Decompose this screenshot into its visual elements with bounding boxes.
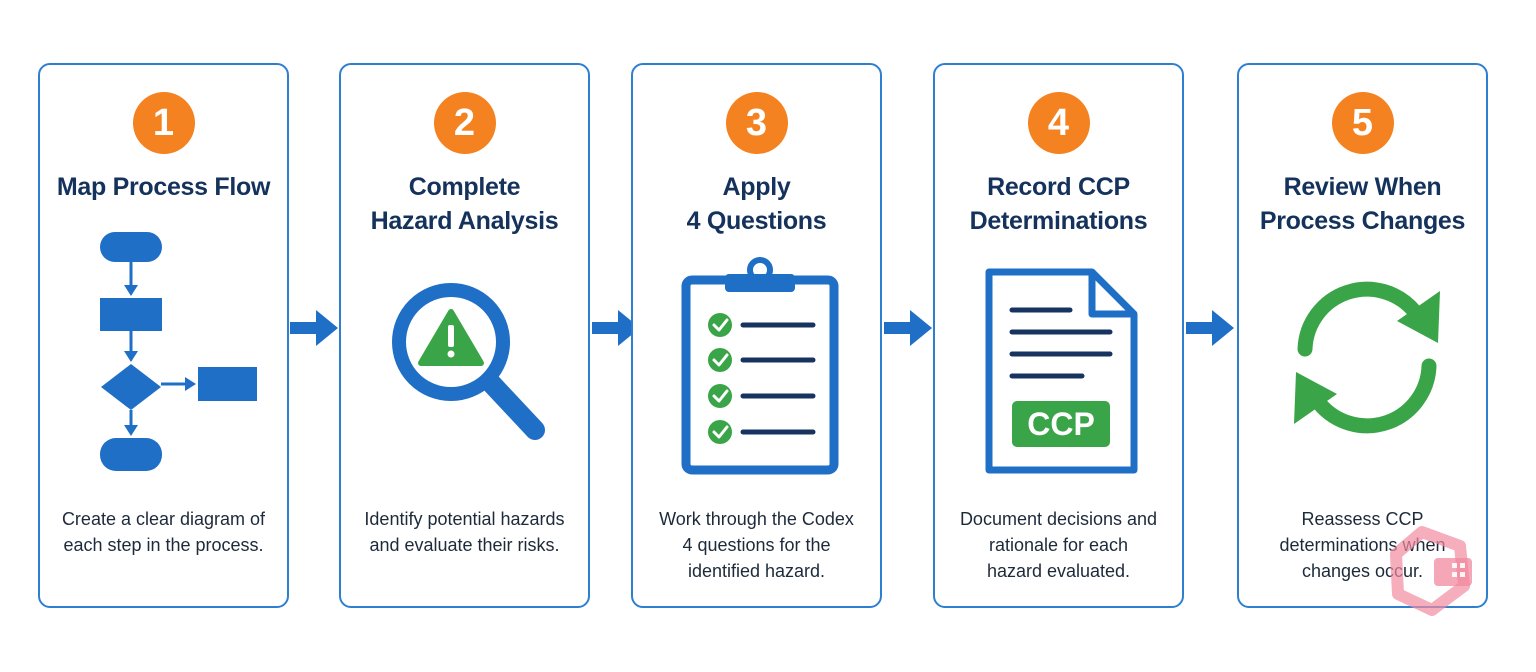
refresh-cycle-icon (1239, 225, 1486, 485)
step-card-5: 5 Review When Process Changes Reassess C… (1237, 63, 1488, 608)
arrow-right-icon (1186, 308, 1236, 348)
arrow-right-icon (290, 308, 340, 348)
step-description: Document decisions and rationale for eac… (959, 509, 1158, 581)
step-title: Record CCP Determinations (969, 173, 1148, 235)
document-icon: CCP (935, 225, 1182, 485)
clipboard-checklist-icon (633, 225, 880, 485)
step-card-1: 1 Map Process Flow Cre (38, 63, 289, 608)
step-card-2: 2 Complete Hazard Analysis Identify pote… (339, 63, 590, 608)
step-title: Review When Process Changes (1259, 173, 1466, 235)
watermark-logo-icon (1382, 518, 1492, 628)
step-description: Identify potential hazards and evaluate … (364, 509, 565, 555)
step-card-4: 4 Record CCP Determinations CCP Document… (933, 63, 1184, 608)
arrow-right-icon (592, 308, 642, 348)
step-number-badge: 3 (725, 92, 788, 154)
step-description: Create a clear diagram of each step in t… (61, 509, 266, 555)
step-title: Complete Hazard Analysis (370, 173, 559, 235)
step-title: Apply 4 Questions (686, 173, 827, 235)
arrow-right-icon (884, 308, 934, 348)
ccp-badge: CCP (1012, 401, 1110, 447)
step-title: Map Process Flow (56, 173, 271, 201)
magnifier-warning-icon (341, 225, 588, 485)
step-description: Work through the Codex 4 questions for t… (659, 509, 854, 581)
step-number-badge: 5 (1331, 92, 1394, 154)
step-number-badge: 1 (132, 92, 195, 154)
step-number-badge: 4 (1027, 92, 1090, 154)
flowchart-icon (40, 225, 287, 485)
step-number-badge: 2 (433, 92, 496, 154)
step-card-3: 3 Apply 4 Questions (631, 63, 882, 608)
